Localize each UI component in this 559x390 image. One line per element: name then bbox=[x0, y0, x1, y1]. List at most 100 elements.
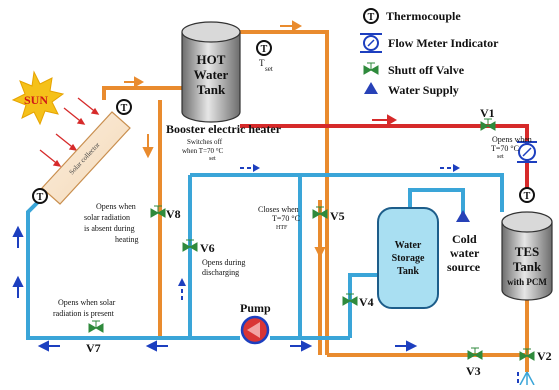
collector-to-hot-tank-pipe bbox=[102, 86, 182, 100]
valve-v4-label: V4 bbox=[359, 295, 374, 309]
thermocouple-hot-tank: T bbox=[256, 40, 272, 56]
legend-shutoff-valve-label: Shutt off Valve bbox=[388, 63, 465, 77]
v1-note-2-sub: set bbox=[497, 154, 504, 160]
legend: T Thermocouple Flow Meter Indicator Shut… bbox=[360, 8, 499, 97]
storage-to-pump-pipe bbox=[348, 273, 382, 338]
valve-icon bbox=[363, 62, 379, 75]
storage-tank-label-1: Water bbox=[395, 240, 422, 251]
valve-labels: V1 V8 V5 V6 V4 V7 V3 V2 bbox=[86, 106, 552, 378]
tes-tank-top bbox=[501, 211, 553, 233]
red-pipes bbox=[240, 124, 529, 190]
hot-tank-tset-t: T bbox=[259, 58, 265, 68]
valve-v1[interactable] bbox=[480, 118, 496, 131]
legend-thermocouple: T Thermocouple bbox=[363, 8, 461, 24]
valve-v5[interactable] bbox=[312, 206, 328, 219]
hot-tank-tset-sub: set bbox=[265, 65, 273, 73]
flow-arrows-blue bbox=[12, 225, 418, 352]
booster-heater-title: Booster electric heater bbox=[166, 122, 282, 136]
legend-thermocouple-label: Thermocouple bbox=[386, 9, 461, 23]
drain-spray bbox=[519, 371, 535, 386]
water-storage-tank: Water Storage Tank bbox=[377, 207, 439, 309]
tes-tank-label-1: TES bbox=[515, 244, 540, 259]
flow-arrows-orange bbox=[124, 20, 326, 259]
booster-note-1: Switches off bbox=[187, 138, 223, 146]
booster-note-2-sub: set bbox=[209, 156, 216, 162]
v1-note-2: T=70 °C bbox=[491, 144, 519, 153]
tes-tank-label-2: Tank bbox=[513, 259, 542, 274]
solar-collector-panel bbox=[41, 111, 131, 205]
valve-v6-label: V6 bbox=[200, 241, 215, 255]
water-supply-icon bbox=[364, 82, 378, 94]
legend-flow-meter-label: Flow Meter Indicator bbox=[388, 36, 499, 50]
v6-note-2: discharging bbox=[202, 268, 239, 277]
legend-shutoff-valve: Shutt off Valve bbox=[363, 62, 465, 77]
cold-source-label-3: source bbox=[447, 260, 481, 274]
cold-pipes bbox=[26, 173, 504, 340]
v5-note-1: Closes when bbox=[258, 205, 299, 214]
v6-note-1: Opens during bbox=[202, 258, 245, 267]
thermocouples: T T T T bbox=[32, 40, 535, 204]
hot-tank-top-pipe bbox=[240, 30, 329, 355]
v8-note-2: solar radiation bbox=[84, 213, 130, 222]
tes-tank-body bbox=[501, 222, 553, 301]
valve-v3-label: V3 bbox=[466, 364, 481, 378]
valve-v6[interactable] bbox=[182, 239, 198, 252]
hot-tank-label-3: Tank bbox=[197, 82, 226, 97]
hot-tank-label-2: Water bbox=[194, 67, 229, 82]
v8-note-3: is absent during bbox=[84, 224, 135, 233]
sun-shape bbox=[11, 70, 65, 126]
sun-rays bbox=[39, 97, 100, 167]
hot-tank-body bbox=[181, 32, 241, 123]
water-supply-triangle bbox=[456, 210, 470, 222]
flow-meter-tes bbox=[517, 141, 537, 163]
svg-text:T: T bbox=[121, 103, 128, 114]
thermocouple-collector-top: T bbox=[116, 99, 132, 115]
thermocouple-collector-bottom: T bbox=[32, 188, 48, 204]
pump-arrow-icon bbox=[247, 322, 260, 338]
cold-source-label-2: water bbox=[450, 246, 480, 260]
sun-label: SUN bbox=[24, 93, 48, 107]
valve-v7[interactable] bbox=[88, 320, 104, 333]
legend-water-supply: Water Supply bbox=[364, 82, 459, 97]
valve-v8-label: V8 bbox=[166, 207, 181, 221]
legend-flow-meter: Flow Meter Indicator bbox=[360, 33, 499, 53]
valve-v5-label: V5 bbox=[330, 209, 345, 223]
v8-note-1: Opens when bbox=[96, 202, 136, 211]
tes-tank-label-3: with PCM bbox=[507, 277, 547, 287]
valve-v3[interactable] bbox=[467, 347, 483, 360]
v7-note-1: Opens when solar bbox=[58, 298, 116, 307]
svg-text:T: T bbox=[37, 192, 44, 203]
v5-note-2: T=70 °C bbox=[272, 214, 300, 223]
pump: Pump bbox=[240, 301, 271, 345]
valve-v7-label: V7 bbox=[86, 341, 101, 355]
cold-source-label-1: Cold bbox=[452, 232, 477, 246]
valve-v4[interactable] bbox=[342, 293, 358, 306]
v5-note-2-sub: HTF bbox=[276, 225, 288, 231]
thermocouple-tes: T bbox=[519, 187, 535, 203]
svg-text:T: T bbox=[261, 44, 268, 55]
valve-v2-label: V2 bbox=[537, 349, 552, 363]
storage-supply-pipe bbox=[408, 188, 465, 218]
booster-note-2: when T=70 °C bbox=[182, 147, 224, 155]
valve-v8[interactable] bbox=[150, 205, 166, 218]
valve-notes: Opens when T=70 °C set Opens when solar … bbox=[53, 135, 532, 318]
hot-water-tank: HOT Water Tank bbox=[181, 21, 241, 123]
legend-water-supply-label: Water Supply bbox=[388, 83, 459, 97]
valves bbox=[88, 118, 535, 361]
thermocouple-icon bbox=[363, 8, 379, 24]
flow-arrowheads-blue-dashed bbox=[178, 164, 460, 286]
storage-tank-label-2: Storage bbox=[392, 253, 425, 264]
collector-left-return-pipe bbox=[26, 198, 240, 340]
hot-tank-top bbox=[181, 21, 241, 43]
v8-note-4: heating bbox=[115, 235, 139, 244]
svg-text:T: T bbox=[368, 12, 375, 23]
flow-arrows-red bbox=[372, 114, 398, 126]
storage-tank-label-3: Tank bbox=[397, 266, 419, 277]
valve-v2[interactable] bbox=[519, 348, 535, 361]
storage-tank-body bbox=[377, 207, 439, 309]
v1-note-1: Opens when bbox=[492, 135, 532, 144]
tes-tank: TES Tank with PCM bbox=[501, 211, 553, 301]
solar-collector: Solar collector bbox=[41, 111, 131, 205]
